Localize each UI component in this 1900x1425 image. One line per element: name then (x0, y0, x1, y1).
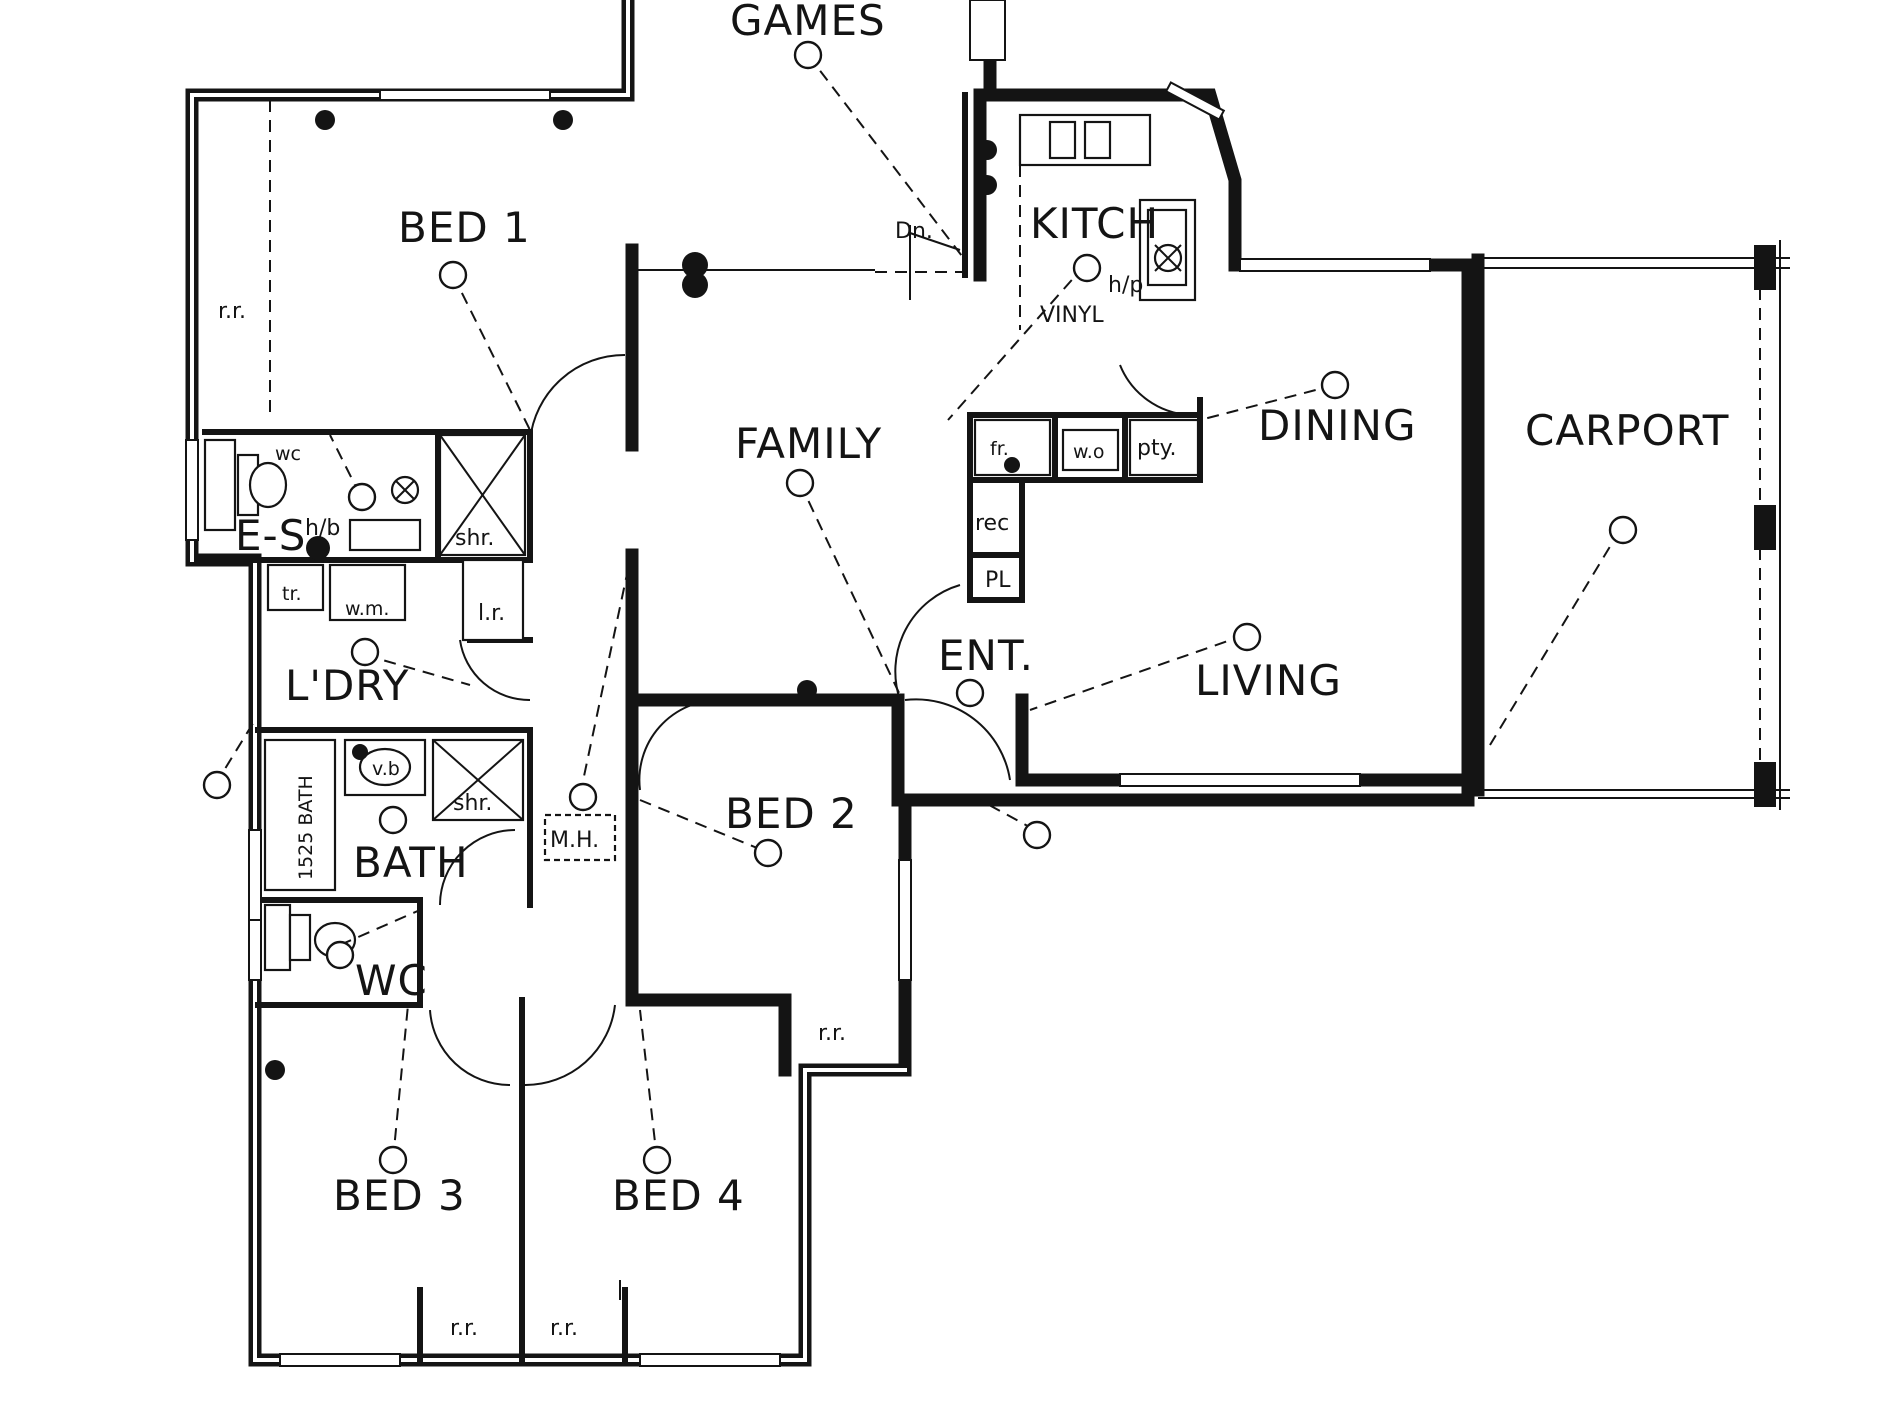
label-bath-size: 1525 BATH (295, 775, 317, 880)
room-label-family: FAMILY (735, 419, 882, 468)
room-label-bed3: BED 3 (333, 1171, 466, 1220)
room-label-bath: BATH (353, 838, 469, 887)
label-fridge: fr. (990, 438, 1009, 460)
light-carport (1608, 515, 1638, 545)
room-label-carport: CARPORT (1525, 406, 1729, 455)
room-label-games: GAMES (730, 0, 886, 45)
fixtures (203, 100, 1200, 1300)
label-pl: PL (985, 568, 1011, 593)
room-label-entry: ENT. (938, 631, 1034, 680)
light-porch (1022, 820, 1052, 850)
light-laundry-ext (202, 770, 232, 800)
room-label-bed1: BED 1 (398, 203, 531, 252)
room-label-wc: WC (355, 956, 428, 1005)
door-swings (429, 225, 1191, 1087)
room-label-kitchen: KITCH (1030, 199, 1159, 248)
room-label-bed4: BED 4 (612, 1171, 745, 1220)
light-bed2 (753, 838, 783, 868)
room-label-bed2: BED 2 (725, 789, 858, 838)
label-robe-bed4: r.r. (550, 1316, 578, 1341)
light-wc (325, 940, 355, 970)
light-bed1 (438, 260, 468, 290)
room-labels: GAMES BED 1 KITCH FAMILY DINING CARPORT … (235, 0, 1729, 1220)
label-laundry-wm: w.m. (345, 598, 389, 620)
label-bath-vb: v.b (372, 758, 400, 780)
light-laundry (350, 637, 380, 667)
label-wall-oven: w.o (1073, 441, 1104, 463)
label-recess: rec (975, 511, 1009, 536)
room-label-dining: DINING (1258, 401, 1417, 450)
room-label-living: LIVING (1195, 656, 1342, 705)
label-down: Dn. (895, 219, 933, 244)
room-label-laundry: L'DRY (285, 661, 409, 710)
electrical-wiring (202, 40, 1638, 1175)
label-vinyl: VINYL (1040, 303, 1104, 328)
label-hotplate: h/p (1108, 273, 1143, 298)
label-robe-bed2: r.r. (818, 1021, 846, 1046)
label-ensuite-wc: wc (275, 443, 301, 465)
light-ensuite (347, 482, 377, 512)
light-bed3 (378, 1145, 408, 1175)
label-robe-bed3: r.r. (450, 1316, 478, 1341)
label-ensuite-shr: shr. (455, 526, 494, 551)
label-manhole: M.H. (550, 828, 599, 853)
light-bath (378, 805, 408, 835)
label-robe-bed1: r.r. (218, 299, 246, 324)
light-kitchen (1072, 253, 1102, 283)
room-label-ensuite: E-S (235, 511, 306, 560)
light-family (785, 468, 815, 498)
label-ensuite-hb: h/b (305, 516, 340, 541)
light-bed4 (642, 1145, 672, 1175)
label-laundry-tr: tr. (282, 583, 302, 605)
label-bath-shr: shr. (453, 791, 492, 816)
light-living (1232, 622, 1262, 652)
label-pantry: pty. (1137, 436, 1176, 461)
fixture-labels: r.r. wc h/b shr. l.r. tr. w.m. v.b shr. … (218, 219, 1176, 1341)
light-entry (955, 678, 985, 708)
light-dining (1320, 370, 1350, 400)
windows (185, 0, 1431, 1367)
carport-structure (1471, 240, 1790, 810)
light-games (793, 40, 823, 70)
label-linen: l.r. (478, 601, 505, 626)
light-hall (568, 782, 598, 812)
